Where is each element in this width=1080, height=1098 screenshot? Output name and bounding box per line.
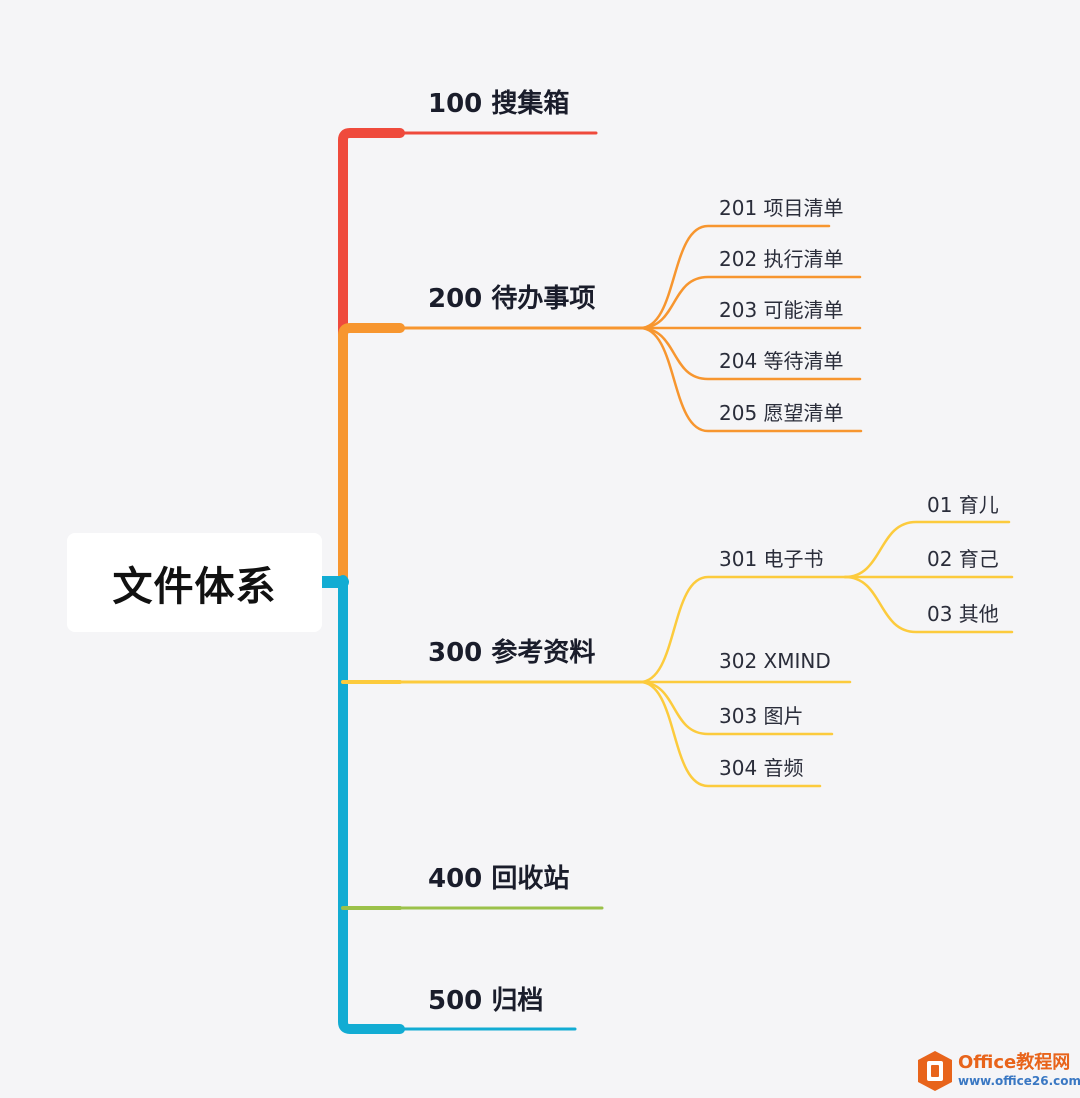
root-label: 文件体系 (112, 563, 277, 610)
topic-02[interactable]: 02 育己 (927, 547, 999, 571)
topic-100[interactable]: 100 搜集箱 (428, 89, 570, 119)
topic-204[interactable]: 204 等待清单 (719, 349, 844, 373)
connector-301 (638, 575, 847, 684)
connector-204 (638, 326, 862, 381)
trunk-red (338, 128, 405, 585)
topic-300[interactable]: 300 参考资料 (428, 638, 596, 668)
connector-304 (638, 680, 822, 788)
connector-01 (843, 520, 1011, 579)
connector-202 (638, 275, 862, 330)
trunk-orange (338, 323, 405, 585)
topic-03[interactable]: 03 其他 (927, 602, 999, 626)
topic-303[interactable]: 303 图片 (719, 704, 804, 728)
watermark: Office教程网 www.office26.com (916, 1048, 1080, 1094)
connector-303 (638, 680, 834, 736)
topic-302[interactable]: 302 XMIND (719, 649, 831, 673)
connector-03 (843, 575, 1014, 634)
topic-202[interactable]: 202 执行清单 (719, 247, 844, 271)
watermark-title: Office教程网 (958, 1052, 1071, 1073)
root-node[interactable]: 文件体系 (67, 533, 322, 632)
topic-301[interactable]: 301 电子书 (719, 547, 824, 571)
connector-201 (638, 224, 831, 330)
topic-203[interactable]: 203 可能清单 (719, 298, 844, 322)
topic-201[interactable]: 201 项目清单 (719, 196, 844, 220)
topic-01[interactable]: 01 育儿 (927, 493, 999, 517)
topic-200[interactable]: 200 待办事项 (428, 284, 596, 314)
office-logo-icon (918, 1051, 952, 1091)
topic-205[interactable]: 205 愿望清单 (719, 401, 844, 425)
topic-500[interactable]: 500 归档 (428, 986, 544, 1016)
watermark-url: www.office26.com (958, 1074, 1080, 1088)
topic-400[interactable]: 400 回收站 (428, 864, 570, 894)
trunk-blue (338, 575, 405, 1034)
topic-304[interactable]: 304 音频 (719, 756, 804, 780)
connector-205 (638, 326, 863, 433)
